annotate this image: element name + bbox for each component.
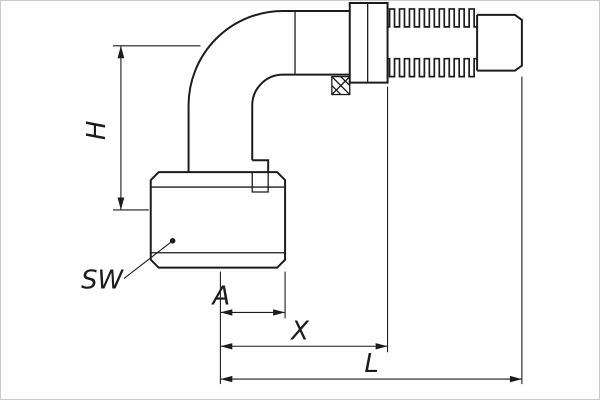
l-arrow-right bbox=[509, 375, 522, 383]
h-arrow-down bbox=[117, 197, 125, 210]
dimension-l: L bbox=[220, 76, 523, 385]
sw-leader-line bbox=[123, 240, 173, 280]
x-arrow-right bbox=[375, 343, 388, 350]
elbow-inner-wall bbox=[251, 73, 350, 161]
sw-callout: SW bbox=[81, 238, 176, 296]
nut-seal-pocket bbox=[251, 172, 269, 193]
o-ring bbox=[331, 75, 351, 96]
dim-label-a: A bbox=[210, 281, 230, 311]
a-arrow-left bbox=[220, 309, 233, 316]
dim-label-x: X bbox=[289, 316, 310, 346]
hose-tail-end bbox=[476, 13, 523, 72]
hex-nut-outline bbox=[149, 171, 287, 269]
elbow-tube bbox=[187, 9, 350, 173]
sw-leader-dot bbox=[169, 238, 176, 244]
l-arrow-left bbox=[220, 375, 233, 383]
collar-outline bbox=[348, 1, 389, 84]
elbow-outer-wall bbox=[187, 9, 350, 173]
x-arrow-left bbox=[220, 343, 233, 350]
barb-teeth-bottom bbox=[387, 57, 478, 78]
hex-nut bbox=[149, 171, 287, 269]
a-arrow-right bbox=[273, 309, 286, 316]
elbow-shoulder-step bbox=[252, 159, 270, 173]
tail-end-outline bbox=[477, 13, 523, 72]
retaining-collar bbox=[348, 1, 389, 84]
dimension-x: X bbox=[220, 86, 389, 353]
barb-teeth-top bbox=[387, 8, 478, 28]
dim-label-l: L bbox=[364, 349, 378, 379]
hose-barb-serrations bbox=[387, 8, 478, 78]
dimension-a: A bbox=[210, 271, 286, 319]
dim-label-h: H bbox=[82, 121, 112, 140]
dim-label-sw: SW bbox=[81, 266, 124, 296]
h-arrow-up bbox=[117, 45, 125, 59]
o-ring-hatch bbox=[331, 76, 351, 95]
dimension-h: H bbox=[82, 45, 201, 211]
